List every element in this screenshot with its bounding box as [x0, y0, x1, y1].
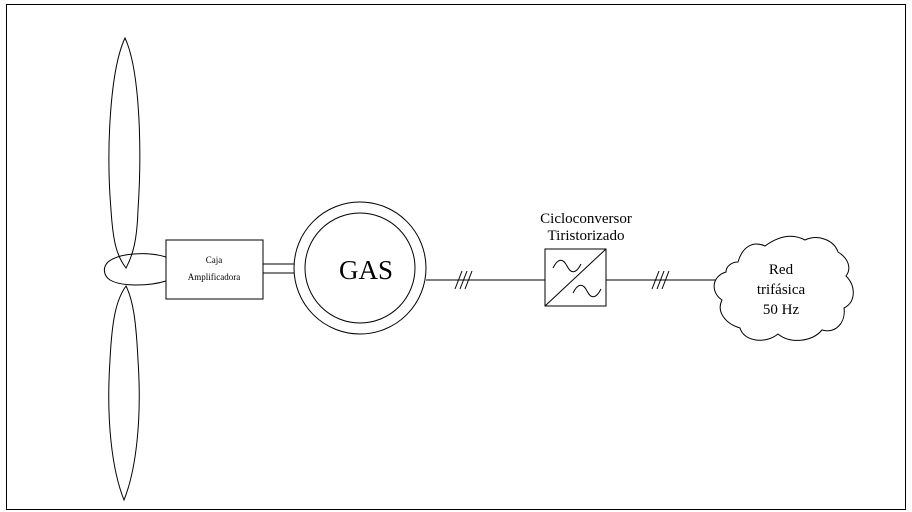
ac-symbol-bottom-icon [572, 284, 602, 298]
upper-blade [108, 36, 141, 269]
generator-inner-ring [304, 212, 416, 324]
gearbox-box [165, 239, 264, 300]
gearbox-label-line1: Caja [206, 255, 223, 265]
lower-blade [108, 285, 140, 502]
three-phase-mark-2 [651, 270, 670, 290]
converter-label-line2: Tiristorizado [548, 228, 625, 244]
rotor-hub [103, 253, 167, 286]
three-phase-mark-1 [454, 270, 473, 290]
gearbox-label-line2: Amplificadora [188, 272, 240, 282]
grid-cloud [713, 235, 854, 341]
converter-label-line1: Cicloconversor [540, 211, 632, 227]
grid-label-line3: 50 Hz [763, 302, 800, 318]
ac-symbol-top-icon [552, 259, 582, 273]
grid-label-line2: trifásica [757, 282, 806, 298]
generator-label: GAS [339, 255, 393, 285]
converter-diagonal [544, 248, 607, 307]
grid-label-line1: Red [769, 262, 794, 278]
